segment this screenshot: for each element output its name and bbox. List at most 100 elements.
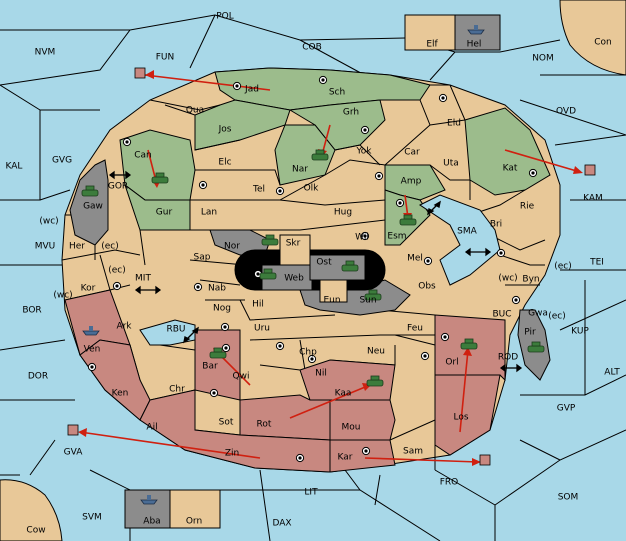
region-label-sch: Sch — [329, 88, 345, 98]
region-label-rbu: RBU — [166, 325, 185, 335]
region-label-ost: Ost — [316, 258, 332, 268]
army-icon[interactable] — [366, 375, 384, 387]
army-icon[interactable] — [399, 214, 417, 226]
region-label-lan: Lan — [201, 208, 217, 218]
region-label-eld: Eld — [447, 119, 461, 129]
army-icon[interactable] — [460, 338, 478, 350]
region-label-ark: Ark — [116, 322, 132, 332]
supply-center-dot — [125, 140, 129, 144]
region-label-dax: DAX — [272, 519, 291, 529]
region-kar[interactable] — [329, 439, 396, 473]
region-gur[interactable] — [124, 183, 191, 231]
supply-center-dot — [499, 251, 503, 255]
supply-center-dot — [310, 357, 314, 361]
region-label-ven: Ven — [84, 345, 101, 355]
dislodged-unit-icon[interactable] — [134, 67, 146, 79]
region-label-elf: Elf — [426, 40, 438, 50]
supply-center-dot — [298, 456, 302, 460]
region-label-rot: Rot — [257, 420, 272, 430]
coast-tag: (wc) — [498, 274, 517, 284]
region-orn[interactable] — [169, 489, 221, 529]
region-label-som: SOM — [558, 493, 579, 503]
supply-center-dot — [377, 174, 381, 178]
army-icon[interactable] — [341, 260, 359, 272]
region-rot[interactable] — [239, 394, 331, 441]
order-arrowhead — [78, 428, 87, 437]
dislodged-unit-icon[interactable] — [479, 454, 491, 466]
supply-center-dot — [363, 234, 367, 238]
region-label-dor: DOR — [28, 372, 48, 382]
region-label-tel: Tel — [252, 185, 265, 195]
region-rbu[interactable] — [139, 319, 196, 346]
region-label-gvp: GVP — [557, 404, 576, 414]
region-los[interactable] — [434, 374, 501, 456]
order-arrow — [459, 349, 469, 433]
supply-center-dot — [364, 449, 368, 453]
region-label-chp: Chp — [299, 348, 317, 358]
dislodged-unit-icon[interactable] — [67, 424, 79, 436]
army-icon[interactable] — [311, 149, 329, 161]
region-elf[interactable] — [404, 14, 456, 51]
region-label-car: Car — [404, 148, 420, 158]
coast-tag: (ec) — [548, 312, 566, 322]
supply-center-dot — [212, 391, 216, 395]
region-label-obs: Obs — [418, 282, 436, 292]
region-label-sam: Sam — [403, 447, 423, 457]
region-label-pol: POL — [216, 12, 234, 22]
army-icon[interactable] — [81, 185, 99, 197]
army-icon[interactable] — [527, 341, 545, 353]
region-label-bar: Bar — [202, 362, 218, 372]
coast-tag: (ec) — [108, 266, 126, 276]
order-arrowhead — [463, 347, 472, 356]
region-label-bor: BOR — [22, 306, 41, 316]
region-zin[interactable] — [139, 389, 331, 473]
region-label-pir: Pir — [524, 328, 536, 338]
adjacency-markers — [108, 170, 523, 373]
region-label-gaw: Gaw — [83, 202, 103, 212]
supply-center-dot — [321, 78, 325, 82]
region-label-mvu: MVU — [35, 242, 56, 252]
region-ken[interactable] — [79, 339, 151, 421]
region-con[interactable] — [559, 0, 626, 76]
supply-center-dot — [423, 354, 427, 358]
region-label-mel: Mel — [407, 254, 423, 264]
region-label-gwa: Gwa — [528, 309, 548, 319]
coast-tag: (wc) — [53, 291, 72, 301]
fleet-icon[interactable] — [140, 495, 158, 505]
region-label-sap: Sap — [194, 253, 211, 263]
fleet-icon[interactable] — [82, 326, 100, 336]
region-mou[interactable] — [329, 399, 396, 441]
army-icon[interactable] — [261, 234, 279, 246]
region-label-jos: Jos — [218, 125, 232, 135]
supply-center-dot — [115, 284, 119, 288]
army-icon[interactable] — [364, 289, 382, 301]
region-sma[interactable] — [419, 194, 501, 286]
region-label-rod: ROD — [498, 353, 518, 363]
supply-center-dot — [398, 201, 402, 205]
region-label-jad: Jad — [244, 85, 259, 95]
supply-center-dot — [235, 84, 239, 88]
region-label-aba: Aba — [143, 517, 160, 527]
region-label-wil: Wil — [355, 233, 369, 243]
region-eun[interactable] — [319, 279, 348, 303]
region-skr[interactable] — [279, 234, 311, 266]
army-icon[interactable] — [259, 268, 277, 280]
coast-tag: (wc) — [39, 217, 58, 227]
region-cow[interactable] — [0, 479, 63, 541]
region-label-nab: Nab — [208, 284, 226, 294]
region-label-svm: SVM — [82, 513, 102, 523]
region-label-gur: Gur — [156, 208, 173, 218]
army-icon[interactable] — [151, 172, 169, 184]
region-gaw[interactable] — [69, 159, 109, 246]
region-label-hel: Hel — [467, 40, 482, 50]
region-label-kal: KAL — [6, 162, 23, 172]
army-icon[interactable] — [209, 347, 227, 359]
dislodged-unit-icon[interactable] — [584, 164, 596, 176]
order-arrow — [289, 384, 371, 419]
fleet-icon[interactable] — [467, 25, 485, 35]
supply-center-dot — [531, 171, 535, 175]
region-label-mit: MIT — [135, 274, 151, 284]
